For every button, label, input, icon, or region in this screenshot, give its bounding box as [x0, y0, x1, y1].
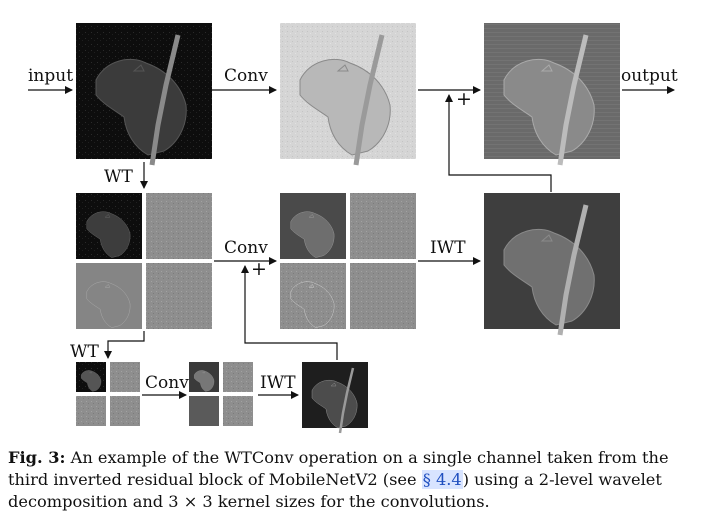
wt2-label: WT: [70, 342, 99, 362]
wt2-arrow: [104, 331, 145, 359]
iwt-bottom-label: IWT: [260, 373, 296, 393]
caption-text-before: An example of the WTConv operation on a …: [8, 448, 669, 489]
conv-output-image: [280, 23, 416, 165]
conv-mid-label: Conv: [224, 238, 268, 258]
residual-mid-arrow: [241, 265, 338, 360]
input-image: [76, 23, 212, 165]
iwt-bottom-image: [302, 362, 368, 435]
wt2-subbands: [76, 362, 140, 426]
wt1-subbands: [76, 193, 212, 329]
conv-bottom-label: Conv: [145, 373, 189, 393]
input-label: input: [28, 66, 73, 86]
figure-caption: Fig. 3: An example of the WTConv operati…: [8, 447, 700, 513]
plus-top-label: +: [456, 88, 472, 110]
residual-top-arrow: [445, 94, 552, 192]
iwt-mid-label: IWT: [430, 238, 466, 258]
conv-top-label: Conv: [224, 66, 268, 86]
caption-label: Fig. 3:: [8, 448, 66, 467]
conv-bottom-subbands: [189, 362, 253, 426]
plus-mid-label: +: [251, 258, 267, 280]
output-label: output: [621, 66, 678, 86]
wt1-label: WT: [104, 167, 133, 187]
output-image: [484, 23, 620, 165]
caption-text-after: ) using a 2-level wavelet decomposition …: [8, 470, 662, 511]
iwt-mid-image: [484, 193, 620, 335]
wtconv-diagram: input Conv + output WT Conv + IWT WT: [28, 23, 678, 435]
section-reference-link[interactable]: § 4.4: [421, 470, 463, 489]
conv-mid-subbands: [280, 193, 416, 329]
